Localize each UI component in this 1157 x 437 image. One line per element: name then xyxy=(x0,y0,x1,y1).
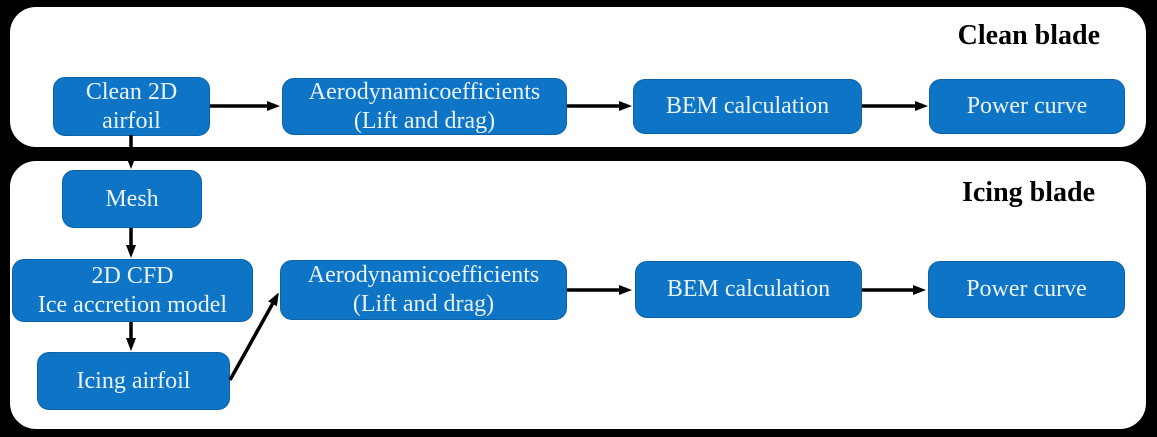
node-2d-cfd-ice-accretion: 2D CFD Ice accretion model xyxy=(12,259,253,322)
node-aero-coefficients-icing: Aerodynamicoefficients (Lift and drag) xyxy=(280,260,567,320)
node-label-line: Power curve xyxy=(966,276,1087,302)
node-label-line: (Lift and drag) xyxy=(353,107,496,134)
node-label-line: 2D CFD xyxy=(91,262,174,289)
node-aero-coefficients-clean: Aerodynamicoefficients (Lift and drag) xyxy=(282,78,567,135)
node-bem-calculation-clean: BEM calculation xyxy=(633,79,862,134)
node-bem-calculation-icing: BEM calculation xyxy=(635,261,862,318)
clean-blade-title: Clean blade xyxy=(957,20,1100,51)
node-power-curve-icing: Power curve xyxy=(928,261,1125,318)
node-label-line: Aerodynamicoefficients xyxy=(307,262,540,288)
node-icing-airfoil: Icing airfoil xyxy=(37,352,230,410)
node-clean-2d-airfoil: Clean 2D airfoil xyxy=(53,77,210,136)
node-label-line: Power curve xyxy=(966,93,1088,119)
node-label-line: BEM calculation xyxy=(666,276,831,302)
node-label-line: Aerodynamicoefficients xyxy=(308,78,541,105)
node-label-line: airfoil xyxy=(102,107,161,134)
node-mesh: Mesh xyxy=(62,170,202,228)
node-label-line: Clean 2D xyxy=(85,78,178,105)
node-label-line: Icing airfoil xyxy=(76,367,191,394)
node-label-line: Ice accretion model xyxy=(37,291,228,318)
icing-blade-title: Icing blade xyxy=(961,177,1095,208)
node-label-line: BEM calculation xyxy=(665,93,830,119)
node-label-line: (Lift and drag) xyxy=(352,291,495,317)
node-power-curve-clean: Power curve xyxy=(929,79,1125,134)
node-label-line: Mesh xyxy=(105,185,159,212)
